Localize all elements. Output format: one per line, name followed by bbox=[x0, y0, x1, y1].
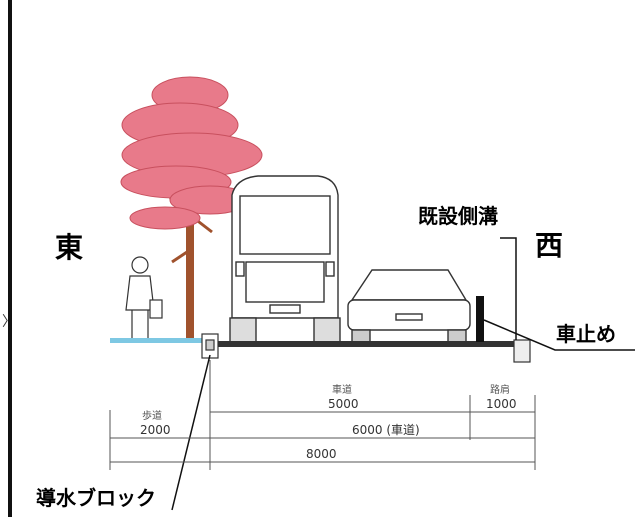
gutter-leader-line bbox=[500, 237, 517, 340]
label-east: 東 bbox=[55, 231, 84, 264]
frame-edge-mark: 〉 bbox=[2, 313, 16, 329]
dim-label-roadway: 車道 bbox=[332, 385, 352, 396]
pedestrian-figure bbox=[125, 256, 163, 338]
dim-value-roadway: 5000 bbox=[328, 397, 359, 411]
drain-block-leader-line bbox=[171, 354, 211, 511]
left-frame-border bbox=[8, 0, 12, 517]
dimension-lines bbox=[109, 360, 536, 470]
label-west: 西 bbox=[535, 229, 564, 262]
tree bbox=[120, 76, 263, 340]
dim-value-total: 8000 bbox=[306, 447, 337, 461]
dim-value-carriageway: 6000 (車道) bbox=[352, 423, 420, 437]
tree-foliage bbox=[120, 76, 263, 230]
tree-trunk bbox=[186, 170, 194, 340]
car-stop-post bbox=[476, 296, 484, 342]
dim-value-shoulder: 1000 bbox=[486, 397, 517, 411]
dim-label-shoulder: 路肩 bbox=[490, 385, 510, 396]
bus bbox=[229, 175, 341, 347]
label-car-stop: 車止め bbox=[556, 322, 616, 346]
label-drain-block: 導水ブロック bbox=[36, 486, 156, 510]
dim-label-sidewalk: 歩道 bbox=[142, 411, 162, 422]
existing-gutter bbox=[513, 339, 531, 363]
label-existing-gutter: 既設側溝 bbox=[418, 204, 498, 228]
car-stop-leader-line bbox=[483, 319, 635, 351]
drain-block bbox=[201, 333, 219, 359]
dim-value-sidewalk: 2000 bbox=[140, 423, 171, 437]
sidewalk-surface bbox=[110, 338, 210, 343]
car bbox=[347, 269, 471, 345]
road-surface bbox=[210, 341, 515, 347]
